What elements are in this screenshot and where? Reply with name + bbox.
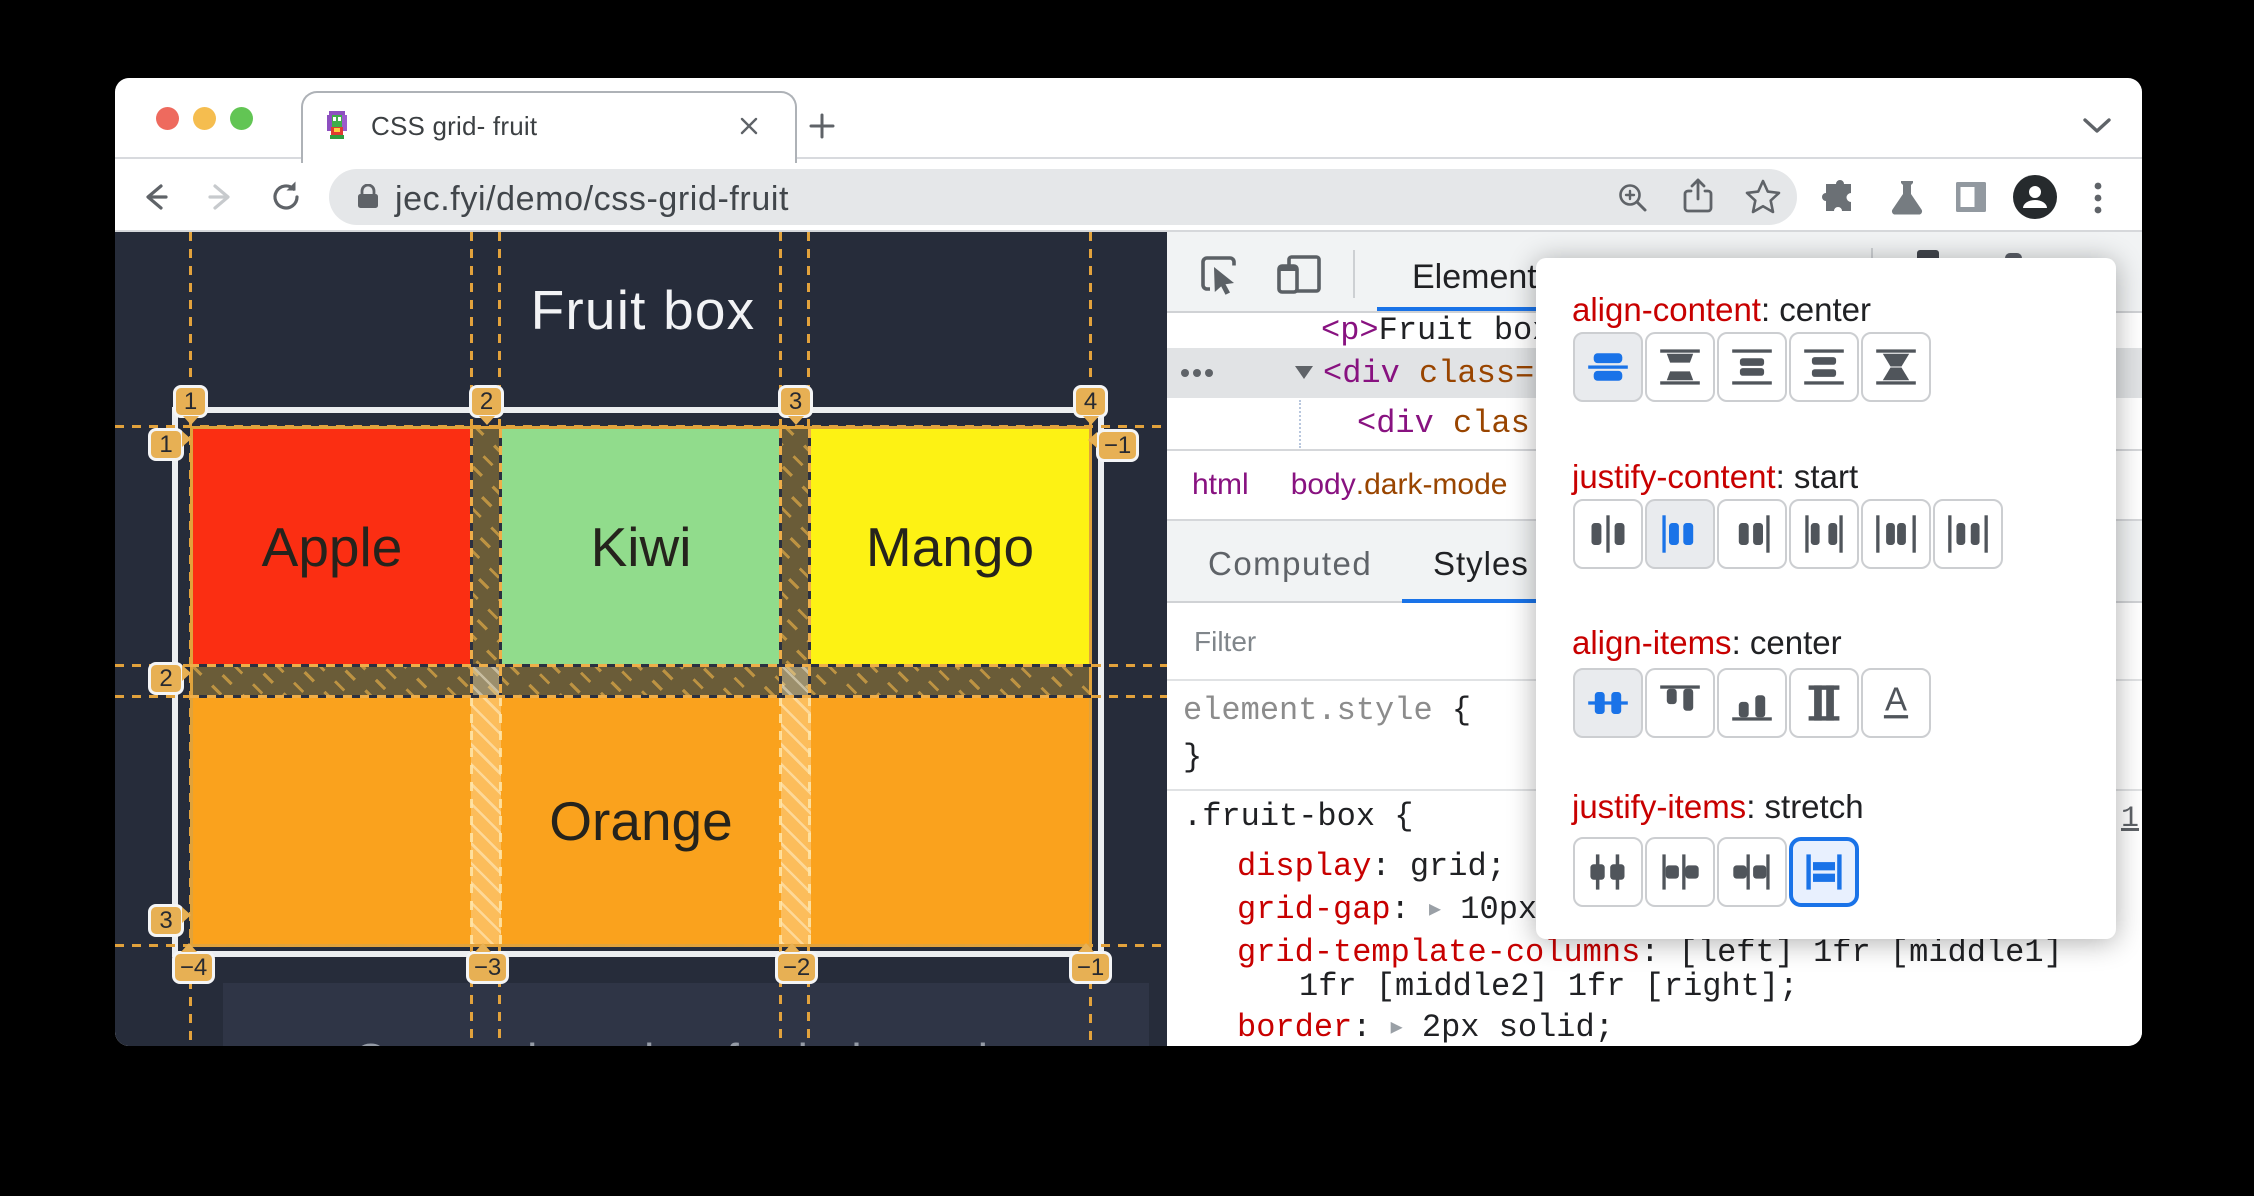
svg-text:A: A bbox=[1885, 681, 1907, 718]
